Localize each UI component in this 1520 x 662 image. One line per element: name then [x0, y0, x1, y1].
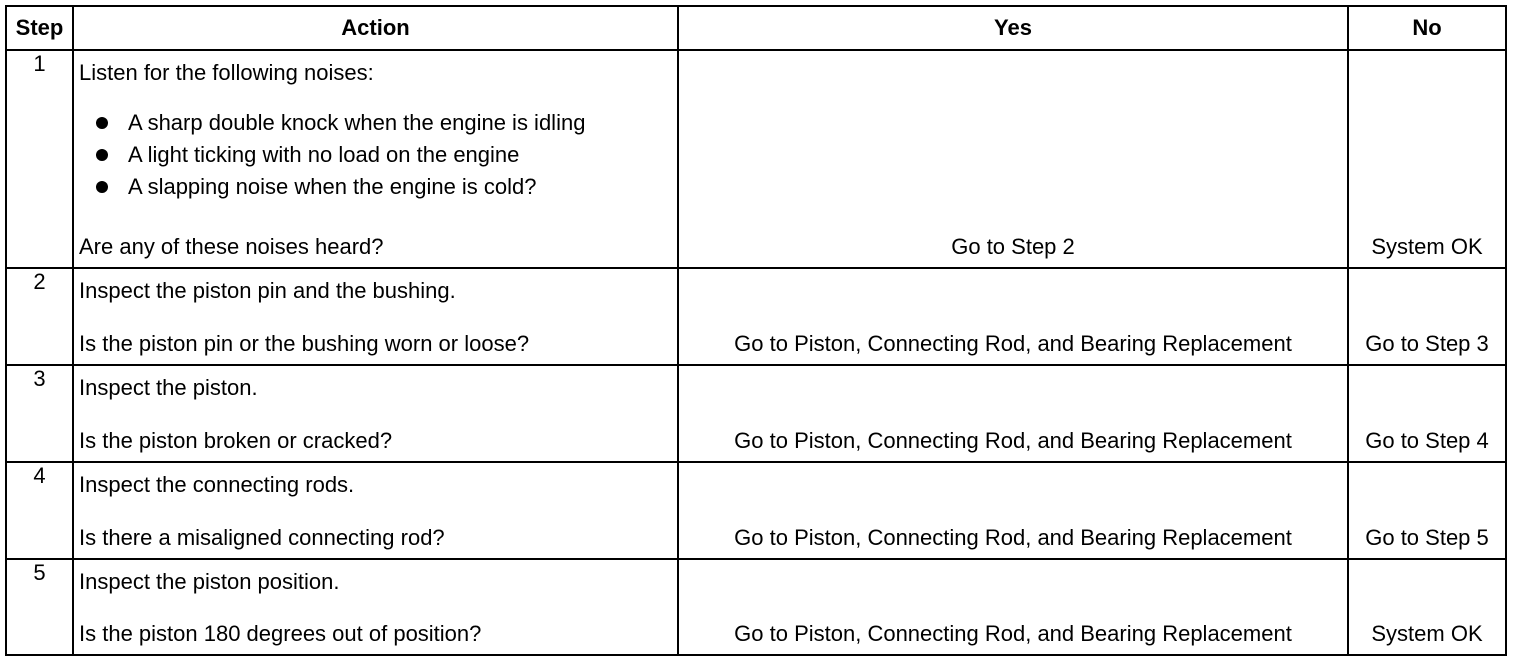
- action-question: Is the piston broken or cracked?: [79, 427, 393, 453]
- yes-result: Go to Piston, Connecting Rod, and Bearin…: [734, 427, 1292, 453]
- bullet-icon: [96, 181, 108, 193]
- noise-list: A sharp double knock when the engine is …: [96, 110, 585, 206]
- header-row: Step Action Yes No: [5, 5, 1507, 51]
- list-item-text: A sharp double knock when the engine is …: [128, 110, 586, 135]
- table-row: 3 Inspect the piston. Is the piston brok…: [5, 364, 1507, 463]
- action-instruction: Inspect the piston position.: [79, 569, 340, 594]
- list-item-text: A light ticking with no load on the engi…: [128, 142, 520, 167]
- action-question: Are any of these noises heard?: [79, 233, 384, 259]
- action-instruction: Inspect the piston.: [79, 375, 258, 400]
- table-row: 4 Inspect the connecting rods. Is there …: [5, 461, 1507, 560]
- action-question: Is the piston pin or the bushing worn or…: [79, 330, 530, 356]
- bullet-icon: [96, 149, 108, 161]
- yes-cell: Go to Piston, Connecting Rod, and Bearin…: [677, 558, 1349, 656]
- action-question: Is there a misaligned connecting rod?: [79, 524, 445, 550]
- action-instruction: Inspect the connecting rods.: [79, 472, 355, 497]
- bullet-icon: [96, 117, 108, 129]
- header-yes: Yes: [677, 5, 1349, 51]
- action-cell: Inspect the piston. Is the piston broken…: [72, 364, 679, 463]
- action-cell: Inspect the connecting rods. Is there a …: [72, 461, 679, 560]
- action-instruction: Inspect the piston pin and the bushing.: [79, 278, 456, 303]
- yes-result: Go to Piston, Connecting Rod, and Bearin…: [734, 620, 1292, 646]
- no-cell: Go to Step 4: [1347, 364, 1507, 463]
- action-cell: Listen for the following noises: A sharp…: [72, 49, 679, 269]
- table-row: 2 Inspect the piston pin and the bushing…: [5, 267, 1507, 366]
- header-no: No: [1347, 5, 1507, 51]
- yes-result: Go to Step 2: [951, 233, 1075, 259]
- step-number: 3: [5, 364, 74, 463]
- table-row: 5 Inspect the piston position. Is the pi…: [5, 558, 1507, 656]
- header-action: Action: [72, 5, 679, 51]
- step-number: 2: [5, 267, 74, 366]
- no-cell: System OK: [1347, 49, 1507, 269]
- step-number: 4: [5, 461, 74, 560]
- list-item: A sharp double knock when the engine is …: [96, 110, 585, 142]
- no-result: System OK: [1371, 233, 1483, 259]
- yes-cell: Go to Piston, Connecting Rod, and Bearin…: [677, 267, 1349, 366]
- yes-cell: Go to Step 2: [677, 49, 1349, 269]
- list-item-text: A slapping noise when the engine is cold…: [128, 174, 537, 199]
- no-cell: Go to Step 5: [1347, 461, 1507, 560]
- yes-result: Go to Piston, Connecting Rod, and Bearin…: [734, 524, 1292, 550]
- action-instruction: Listen for the following noises:: [79, 60, 374, 85]
- no-result: Go to Step 4: [1365, 427, 1489, 453]
- header-step: Step: [5, 5, 74, 51]
- action-question: Is the piston 180 degrees out of positio…: [79, 620, 482, 646]
- no-cell: System OK: [1347, 558, 1507, 656]
- action-cell: Inspect the piston position. Is the pist…: [72, 558, 679, 656]
- no-cell: Go to Step 3: [1347, 267, 1507, 366]
- table-row: 1 Listen for the following noises: A sha…: [5, 49, 1507, 269]
- step-number: 1: [5, 49, 74, 269]
- list-item: A light ticking with no load on the engi…: [96, 142, 585, 174]
- no-result: Go to Step 5: [1365, 524, 1489, 550]
- action-cell: Inspect the piston pin and the bushing. …: [72, 267, 679, 366]
- diagnostic-table: Step Action Yes No 1 Listen for the foll…: [5, 5, 1507, 656]
- no-result: System OK: [1371, 620, 1483, 646]
- step-number: 5: [5, 558, 74, 656]
- no-result: Go to Step 3: [1365, 330, 1489, 356]
- yes-cell: Go to Piston, Connecting Rod, and Bearin…: [677, 364, 1349, 463]
- yes-result: Go to Piston, Connecting Rod, and Bearin…: [734, 330, 1292, 356]
- list-item: A slapping noise when the engine is cold…: [96, 174, 585, 206]
- yes-cell: Go to Piston, Connecting Rod, and Bearin…: [677, 461, 1349, 560]
